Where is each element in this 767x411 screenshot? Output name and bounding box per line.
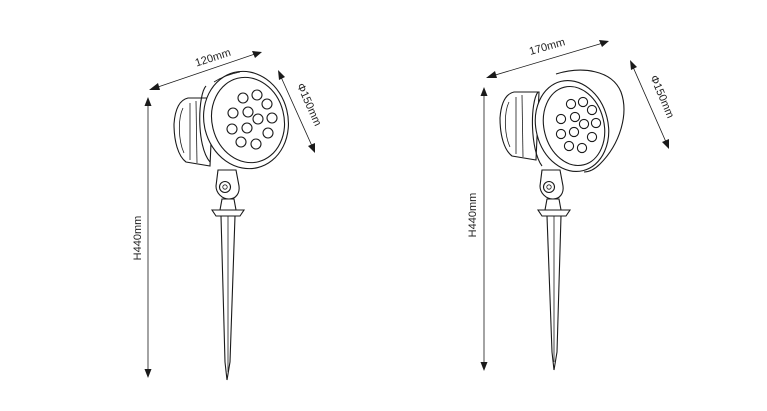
height-dimension-right: H440mm <box>467 87 488 371</box>
height-label-left: H440mm <box>132 216 144 261</box>
height-label-right: H440mm <box>467 193 479 238</box>
spotlight-right: H440mm 170mm Φ150mm <box>467 36 676 371</box>
width-label-right: 170mm <box>528 36 567 58</box>
diameter-label-right: Φ150mm <box>647 74 676 121</box>
diameter-label-left: Φ150mm <box>294 82 323 128</box>
height-dimension-left: H440mm <box>132 97 152 378</box>
width-label-left: 120mm <box>194 47 233 70</box>
spotlight-left: H440mm 120mm Φ150mm <box>132 47 323 381</box>
diameter-dimension-right: Φ150mm <box>630 60 676 149</box>
led-array-left <box>226 89 278 150</box>
led-array-right <box>555 96 602 154</box>
